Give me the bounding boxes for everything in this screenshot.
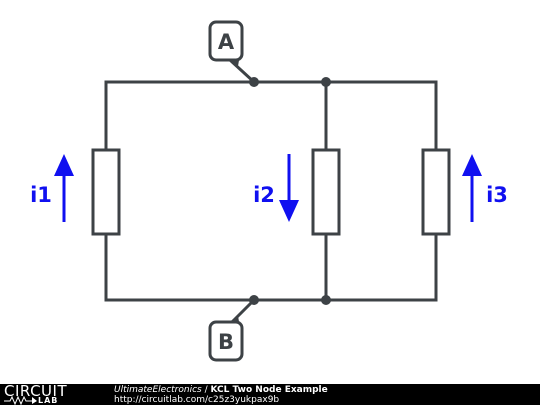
logo-wordmark-top: CIRCUIT <box>4 382 68 400</box>
node-a-badge <box>208 20 244 62</box>
node-label-a: A <box>208 20 256 84</box>
current-i3: i3 <box>462 154 508 222</box>
resistors <box>91 148 451 236</box>
node-a-leader <box>228 58 256 84</box>
current-i2: i2 <box>253 154 299 222</box>
current-i1: i1 <box>30 154 74 222</box>
footer-title-line: UltimateElectronics / KCL Two Node Examp… <box>114 385 328 395</box>
logo-resistor-icon <box>4 396 37 405</box>
wires <box>104 80 438 302</box>
footer-caption: UltimateElectronics / KCL Two Node Examp… <box>114 385 328 405</box>
junction-top-middle <box>321 77 331 87</box>
current-i3-arrowhead <box>462 154 482 176</box>
junction-bottom-middle <box>321 295 331 305</box>
footer-separator: / <box>201 385 211 395</box>
circuitlab-footer: CIRCUIT LAB UltimateElectronics / KCL Tw… <box>0 384 540 405</box>
logo-wordmark-bottom: LAB <box>38 396 59 405</box>
footer-circuit-title: KCL Two Node Example <box>210 385 328 395</box>
current-i2-label: i2 <box>253 183 275 207</box>
node-b-text: B <box>218 330 234 354</box>
resistor-right <box>421 148 451 236</box>
current-i2-arrowhead <box>279 200 299 222</box>
node-b-badge <box>208 320 244 362</box>
footer-author-link[interactable]: UltimateElectronics <box>114 385 202 395</box>
current-i1-label: i1 <box>30 183 52 207</box>
node-a-text: A <box>218 30 235 54</box>
footer-url-line: http://circuitlab.com/c25z3yukpax9b <box>114 395 328 405</box>
circuitlab-logo[interactable]: CIRCUIT LAB <box>4 384 104 405</box>
current-i3-label: i3 <box>486 183 508 207</box>
resistor-middle <box>311 148 341 236</box>
current-i1-arrowhead <box>54 154 74 176</box>
footer-url-link[interactable]: http://circuitlab.com/c25z3yukpax9b <box>114 395 280 405</box>
circuit-schematic: A B i1 i2 i3 <box>30 20 508 362</box>
node-label-b: B <box>208 298 256 362</box>
resistor-left <box>91 148 121 236</box>
